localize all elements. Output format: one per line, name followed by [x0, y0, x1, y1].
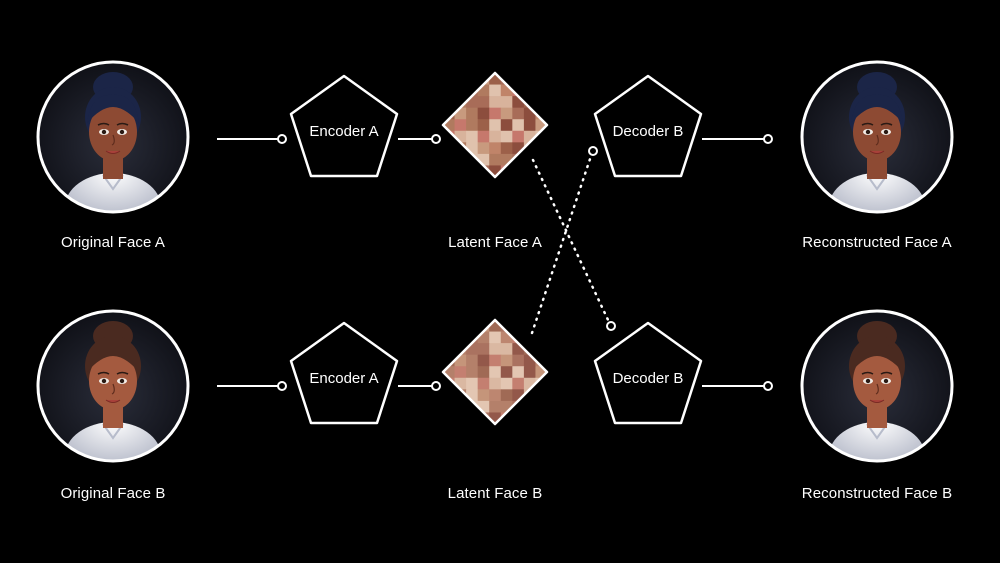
reconstructed-face-b-face: [853, 352, 901, 410]
reconstructed-face-a-portrait: [800, 60, 954, 214]
reconstructed-face-b-ring: [800, 309, 954, 463]
connector-b-1: [217, 381, 287, 391]
original-face-b-portrait: [36, 309, 190, 463]
latent-face-b-label: Latent Face B: [447, 485, 543, 502]
original-face-b-ring: [36, 309, 190, 463]
original-face-a-shirt: [65, 173, 161, 212]
encoder-a-node: Encoder A: [289, 74, 399, 178]
original-face-b-face: [89, 352, 137, 410]
connector-a-3: [702, 134, 773, 144]
latent-face-a: [441, 71, 549, 179]
original-face-b-shirt: [65, 422, 161, 461]
reconstructed-face-a-ring: [800, 60, 954, 214]
reconstructed-face-b-label: Reconstructed Face B: [801, 485, 953, 502]
original-face-b-label: Original Face B: [60, 485, 166, 502]
original-face-b-neck: [103, 404, 123, 428]
decoder-b-label: Decoder B: [613, 370, 684, 387]
original-face-a-portrait: [36, 60, 190, 214]
encoder-a-label: Encoder A: [309, 123, 378, 140]
reconstructed-face-a-shirt: [829, 173, 925, 212]
reconstructed-face-a-label: Reconstructed Face A: [802, 234, 952, 251]
connector-b-3: [702, 381, 773, 391]
connector-a-1: [217, 134, 287, 144]
decoder-a-node: Decoder B: [593, 74, 703, 178]
original-face-a-neck: [103, 155, 123, 179]
decoder-a-label: Decoder B: [613, 123, 684, 140]
reconstructed-face-b-neck: [867, 404, 887, 428]
reconstructed-face-b-portrait: [800, 309, 954, 463]
latent-face-a-label: Latent Face A: [448, 234, 542, 251]
original-face-a-ring: [36, 60, 190, 214]
connector-b-2: [398, 381, 441, 391]
connector-a-2: [398, 134, 441, 144]
encoder-b-label: Encoder A: [309, 370, 378, 387]
cross-connector-a-to-b: [531, 158, 616, 331]
latent-face-b: [441, 318, 549, 426]
reconstructed-face-b-shirt: [829, 422, 925, 461]
decoder-b-node: Decoder B: [593, 321, 703, 425]
original-face-a-label: Original Face A: [60, 234, 166, 251]
reconstructed-face-a-neck: [867, 155, 887, 179]
original-face-a-face: [89, 103, 137, 161]
cross-connector-b-to-a: [530, 146, 598, 335]
encoder-b-node: Encoder A: [289, 321, 399, 425]
reconstructed-face-a-face: [853, 103, 901, 161]
